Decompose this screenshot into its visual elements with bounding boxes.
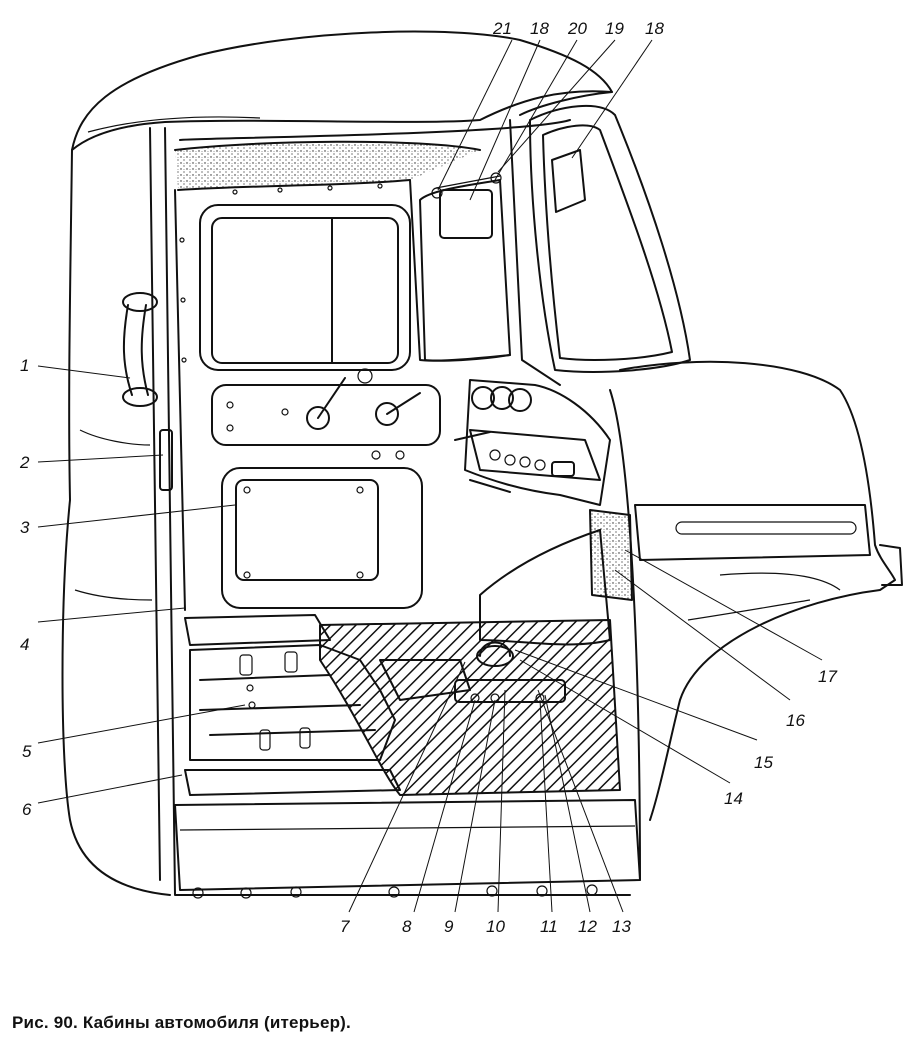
callout-4: 4 bbox=[20, 635, 29, 654]
callout-19: 19 bbox=[605, 19, 624, 38]
callout-20: 20 bbox=[567, 19, 587, 38]
front-fender bbox=[589, 360, 903, 881]
callout-17: 17 bbox=[818, 667, 837, 686]
cab-shell bbox=[61, 30, 631, 896]
floor bbox=[174, 529, 641, 899]
callout-21: 21 bbox=[492, 19, 512, 38]
windshield bbox=[419, 91, 691, 386]
callout-7: 7 bbox=[340, 917, 350, 936]
callout-5: 5 bbox=[22, 742, 32, 761]
back-wall bbox=[174, 140, 511, 611]
callout-2: 2 bbox=[19, 453, 30, 472]
callout-12: 12 bbox=[578, 917, 597, 936]
callout-14: 14 bbox=[724, 789, 743, 808]
cab-interior-drawing: 1 2 3 4 5 6 7 8 9 10 11 12 13 14 15 16 1… bbox=[19, 19, 903, 936]
callout-9: 9 bbox=[444, 917, 454, 936]
callout-11: 11 bbox=[540, 917, 558, 936]
grab-handle bbox=[122, 292, 158, 407]
callout-16: 16 bbox=[786, 711, 805, 730]
callout-10: 10 bbox=[486, 917, 505, 936]
callout-3: 3 bbox=[20, 518, 30, 537]
callout-1: 1 bbox=[20, 356, 29, 375]
callout-6: 6 bbox=[22, 800, 32, 819]
callout-18a: 18 bbox=[530, 19, 549, 38]
instrument-panel bbox=[454, 379, 611, 506]
callout-18b: 18 bbox=[645, 19, 664, 38]
leader-lines bbox=[37, 39, 823, 913]
callout-15: 15 bbox=[754, 753, 773, 772]
callout-13: 13 bbox=[612, 917, 631, 936]
figure-caption: Рис. 90. Кабины автомобиля (итерьер). bbox=[12, 1013, 351, 1032]
callout-8: 8 bbox=[402, 917, 412, 936]
callout-labels: 1 2 3 4 5 6 7 8 9 10 11 12 13 14 15 16 1… bbox=[19, 19, 837, 936]
